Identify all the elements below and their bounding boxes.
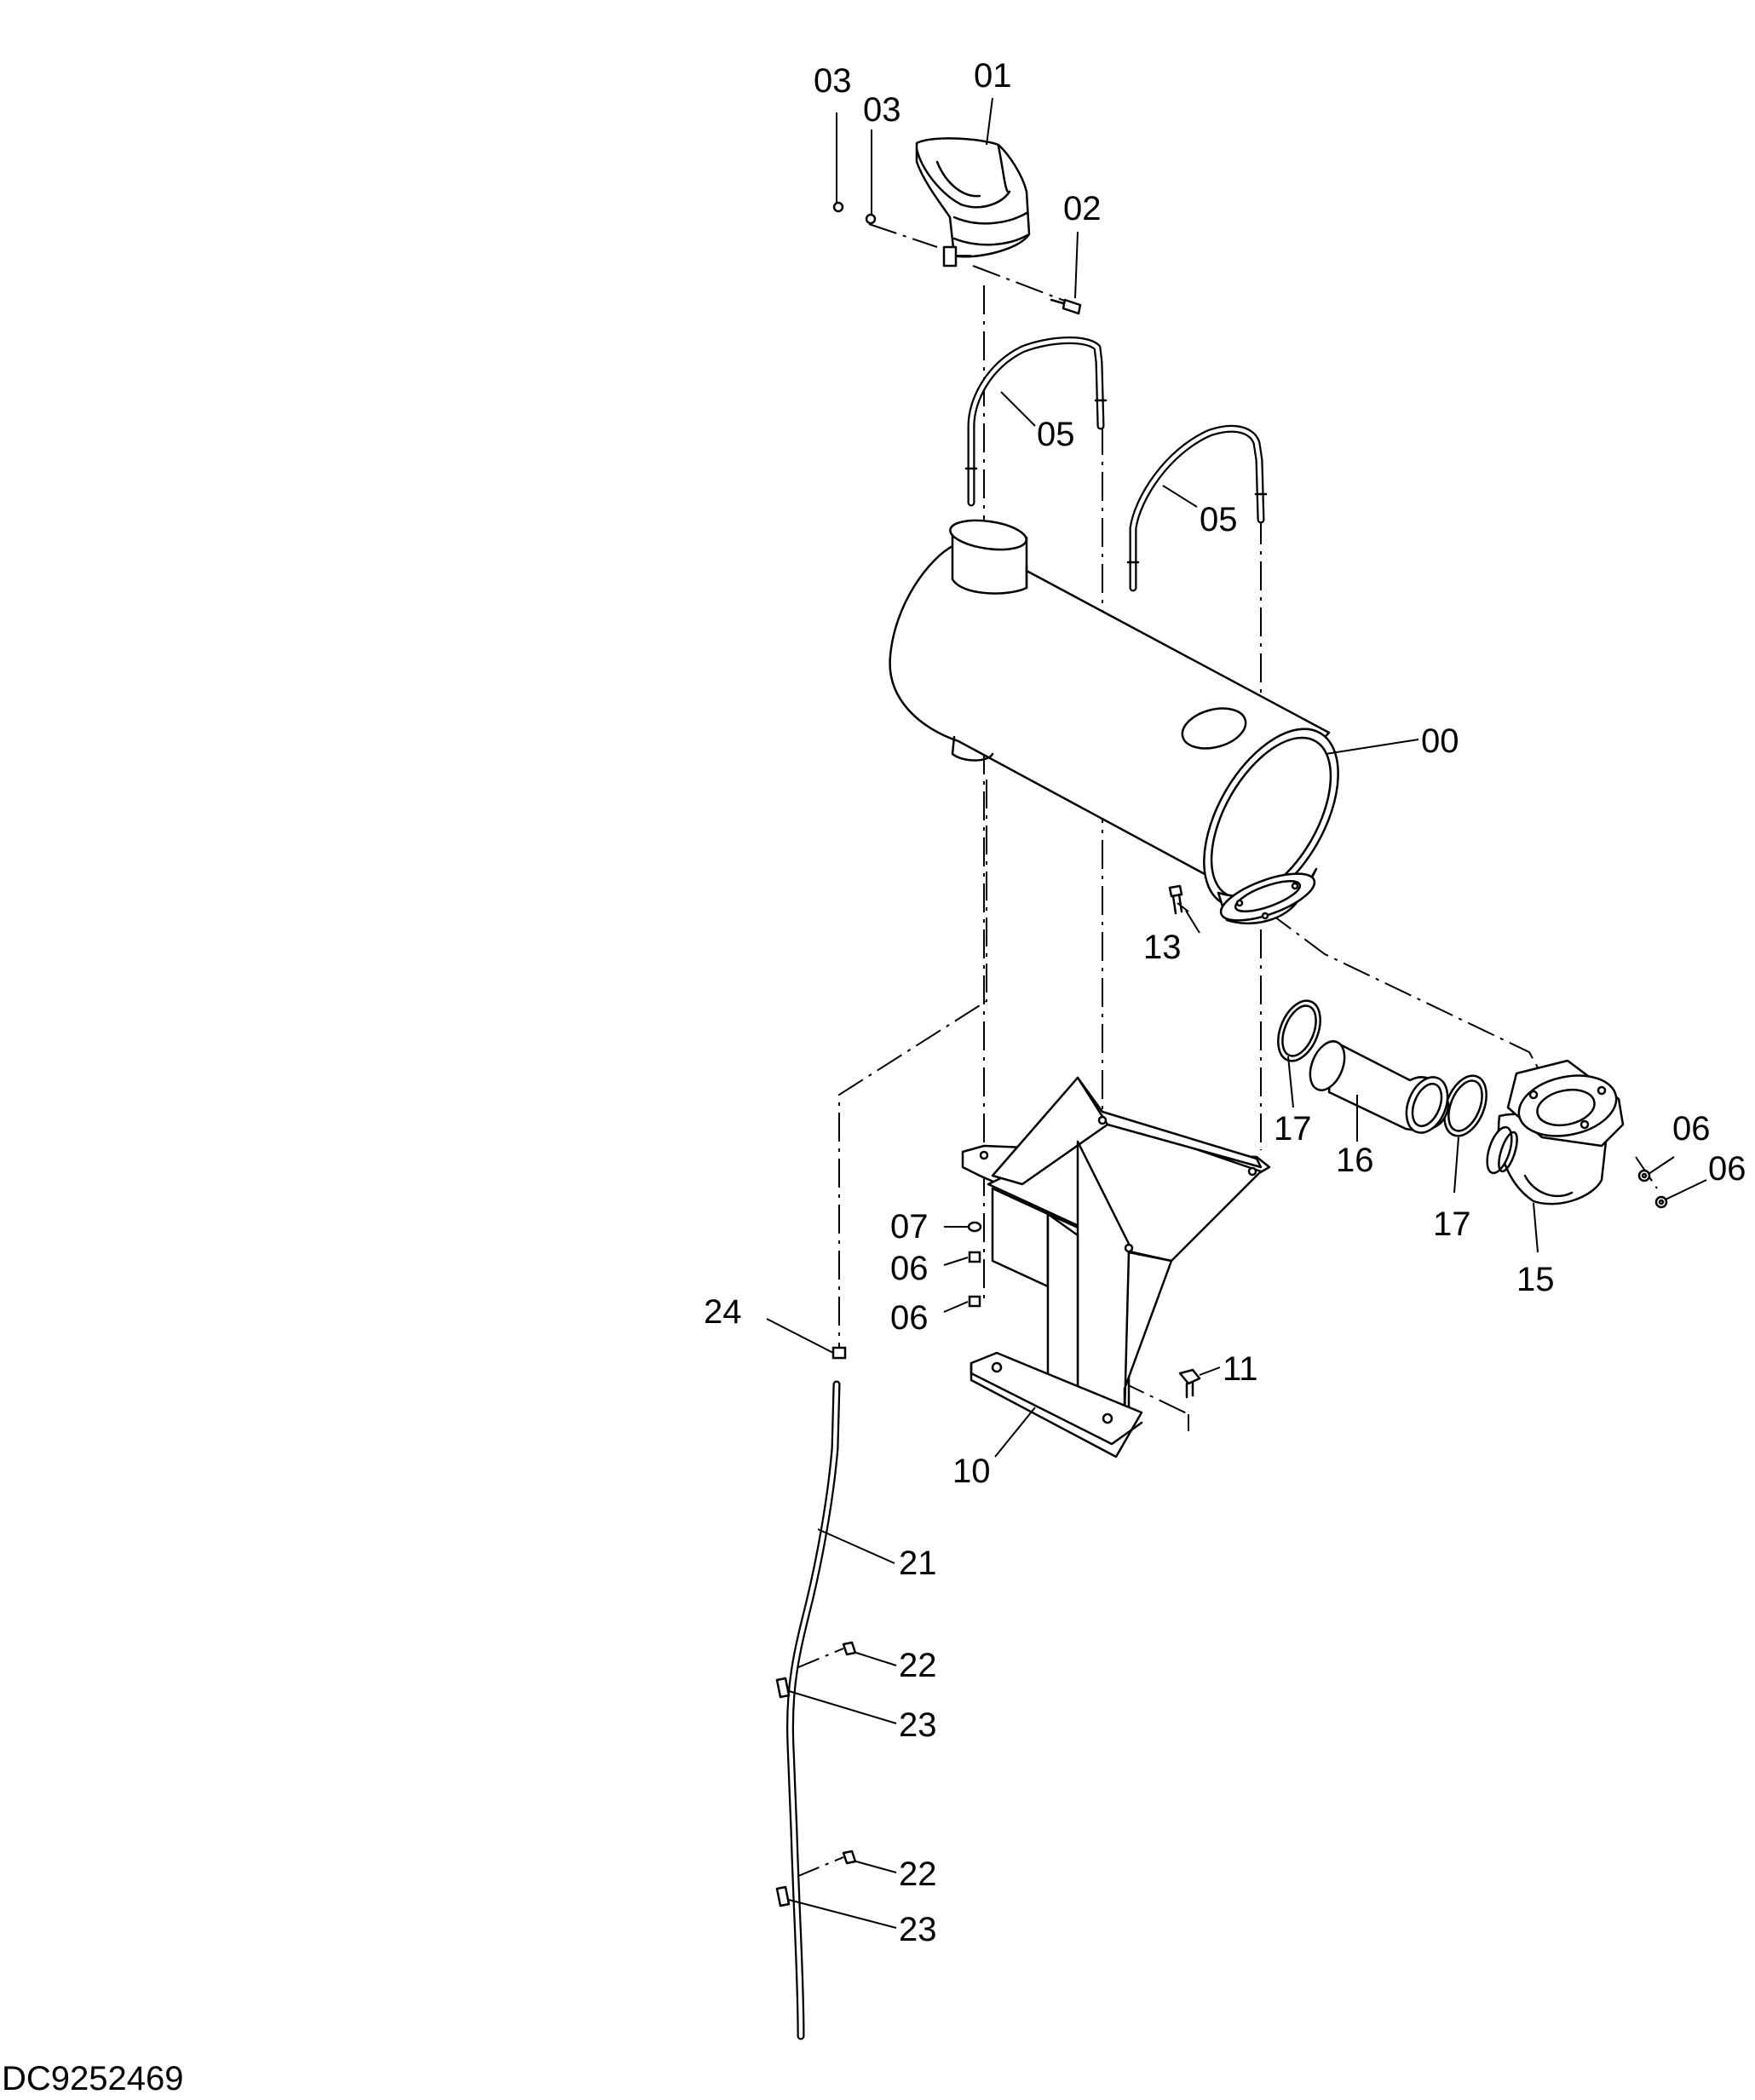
clamp-part-23-upper xyxy=(775,1677,791,1699)
callout-00: 00 xyxy=(1421,722,1459,760)
pipe-part-21 xyxy=(785,1380,841,2040)
callout-01: 01 xyxy=(974,57,1012,95)
callout-06-a: 06 xyxy=(1672,1110,1711,1148)
callout-21: 21 xyxy=(899,1545,937,1582)
nut-stack-part-06-07 xyxy=(967,1221,982,1308)
nut-part-03 xyxy=(832,201,877,225)
drawing-id: DC9252469 xyxy=(2,2060,184,2097)
callout-07: 07 xyxy=(890,1208,929,1246)
bolt-part-02 xyxy=(1050,298,1082,315)
callout-17-b: 17 xyxy=(1433,1205,1471,1243)
callout-13: 13 xyxy=(1143,929,1182,966)
callout-22-b: 22 xyxy=(899,1855,937,1893)
u-bolt-part-05-upper xyxy=(964,337,1108,507)
bolt-part-22-lower xyxy=(842,1850,857,1865)
callout-03-b: 03 xyxy=(863,91,901,129)
callout-03-a: 03 xyxy=(814,62,852,100)
callout-15: 15 xyxy=(1516,1261,1555,1298)
callout-05-b: 05 xyxy=(1200,501,1238,538)
callout-17-a: 17 xyxy=(1274,1110,1312,1148)
callout-06-c: 06 xyxy=(890,1250,929,1287)
callout-06-d: 06 xyxy=(890,1299,929,1337)
callout-05-a: 05 xyxy=(1037,416,1075,453)
clip-part-24 xyxy=(831,1346,847,1360)
callout-22-a: 22 xyxy=(899,1647,937,1684)
bolt-part-13 xyxy=(1168,884,1183,915)
nut-part-06-elbow xyxy=(1637,1169,1668,1209)
callout-10: 10 xyxy=(952,1453,991,1490)
elbow-part-15 xyxy=(1486,1059,1625,1205)
o-ring-part-17-left xyxy=(1277,999,1321,1062)
callout-16: 16 xyxy=(1336,1142,1374,1179)
callout-11: 11 xyxy=(1223,1350,1258,1388)
leader-lines xyxy=(766,97,1707,1929)
callout-labels: 01 03 03 02 05 05 00 13 17 16 17 15 06 0… xyxy=(704,57,1746,1948)
u-bolt-part-05-lower xyxy=(1126,424,1268,592)
bracket-part-10 xyxy=(961,1076,1271,1458)
clamp-part-23-lower xyxy=(775,1885,791,1907)
rain-cap-part-01 xyxy=(915,137,1031,268)
tube-part-16 xyxy=(1309,1039,1450,1134)
muffler-part-00 xyxy=(889,519,1339,925)
bolt-part-22-upper xyxy=(842,1641,857,1656)
assembly-centerlines xyxy=(791,223,1658,1879)
callout-23-a: 23 xyxy=(899,1706,937,1744)
bolt-part-11 xyxy=(1178,1368,1201,1399)
callout-23-b: 23 xyxy=(899,1911,937,1948)
callout-02: 02 xyxy=(1063,190,1102,227)
callout-24: 24 xyxy=(704,1293,742,1331)
callout-06-b: 06 xyxy=(1708,1150,1746,1188)
